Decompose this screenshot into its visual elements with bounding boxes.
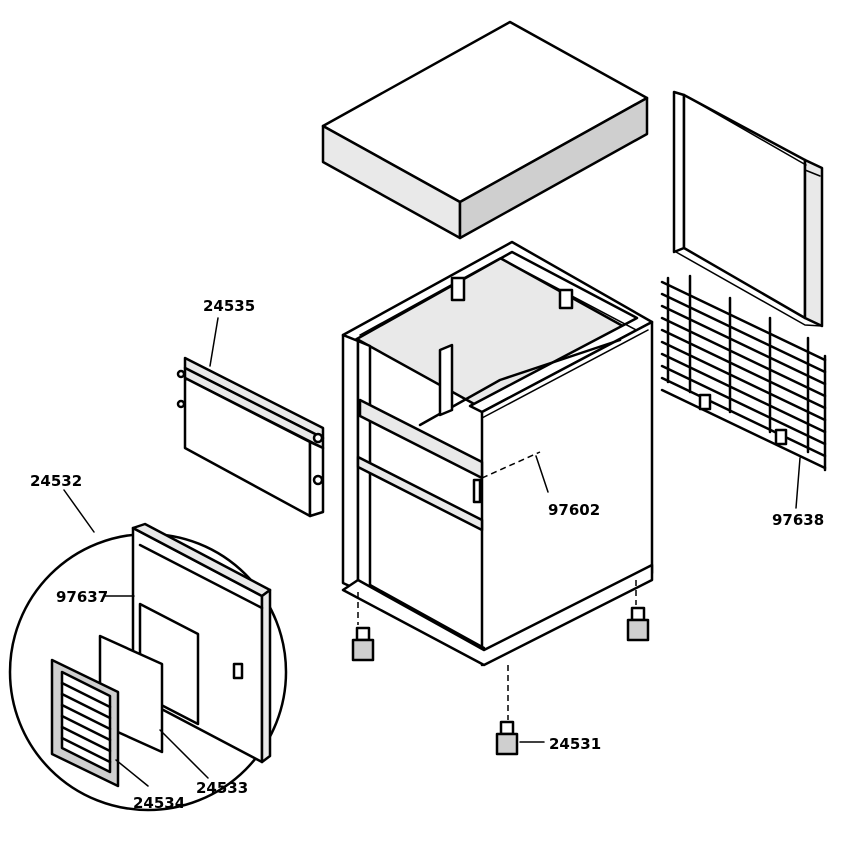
leveling-legs xyxy=(351,606,650,756)
label-wire-rack: 97638 xyxy=(772,511,824,529)
label-bracket: 97602 xyxy=(548,501,600,519)
top-cover xyxy=(321,20,649,240)
louver-slats xyxy=(60,681,112,764)
label-louver-door-panel: 97637 xyxy=(56,588,108,606)
callout-leaders xyxy=(63,317,801,787)
wire-rack-vertical-wires xyxy=(666,274,827,472)
label-side-panel: 24535 xyxy=(203,297,255,315)
leveling-leg-right xyxy=(626,606,650,642)
side-panel xyxy=(176,356,325,518)
wire-rack-feet xyxy=(698,393,788,446)
label-leveling-leg: 24531 xyxy=(549,735,601,753)
leveling-leg-exploded xyxy=(495,720,519,756)
wire-rack xyxy=(660,274,827,472)
label-louver-grille: 24534 xyxy=(133,794,185,812)
bracket-explode-line xyxy=(481,451,541,479)
leveling-leg-left xyxy=(351,626,375,662)
label-louver-assembly: 24532 xyxy=(30,472,82,490)
label-filter: 24533 xyxy=(196,779,248,797)
cabinet-body xyxy=(341,240,654,667)
back-panel xyxy=(672,90,824,328)
louver-detail-circle xyxy=(8,522,288,812)
